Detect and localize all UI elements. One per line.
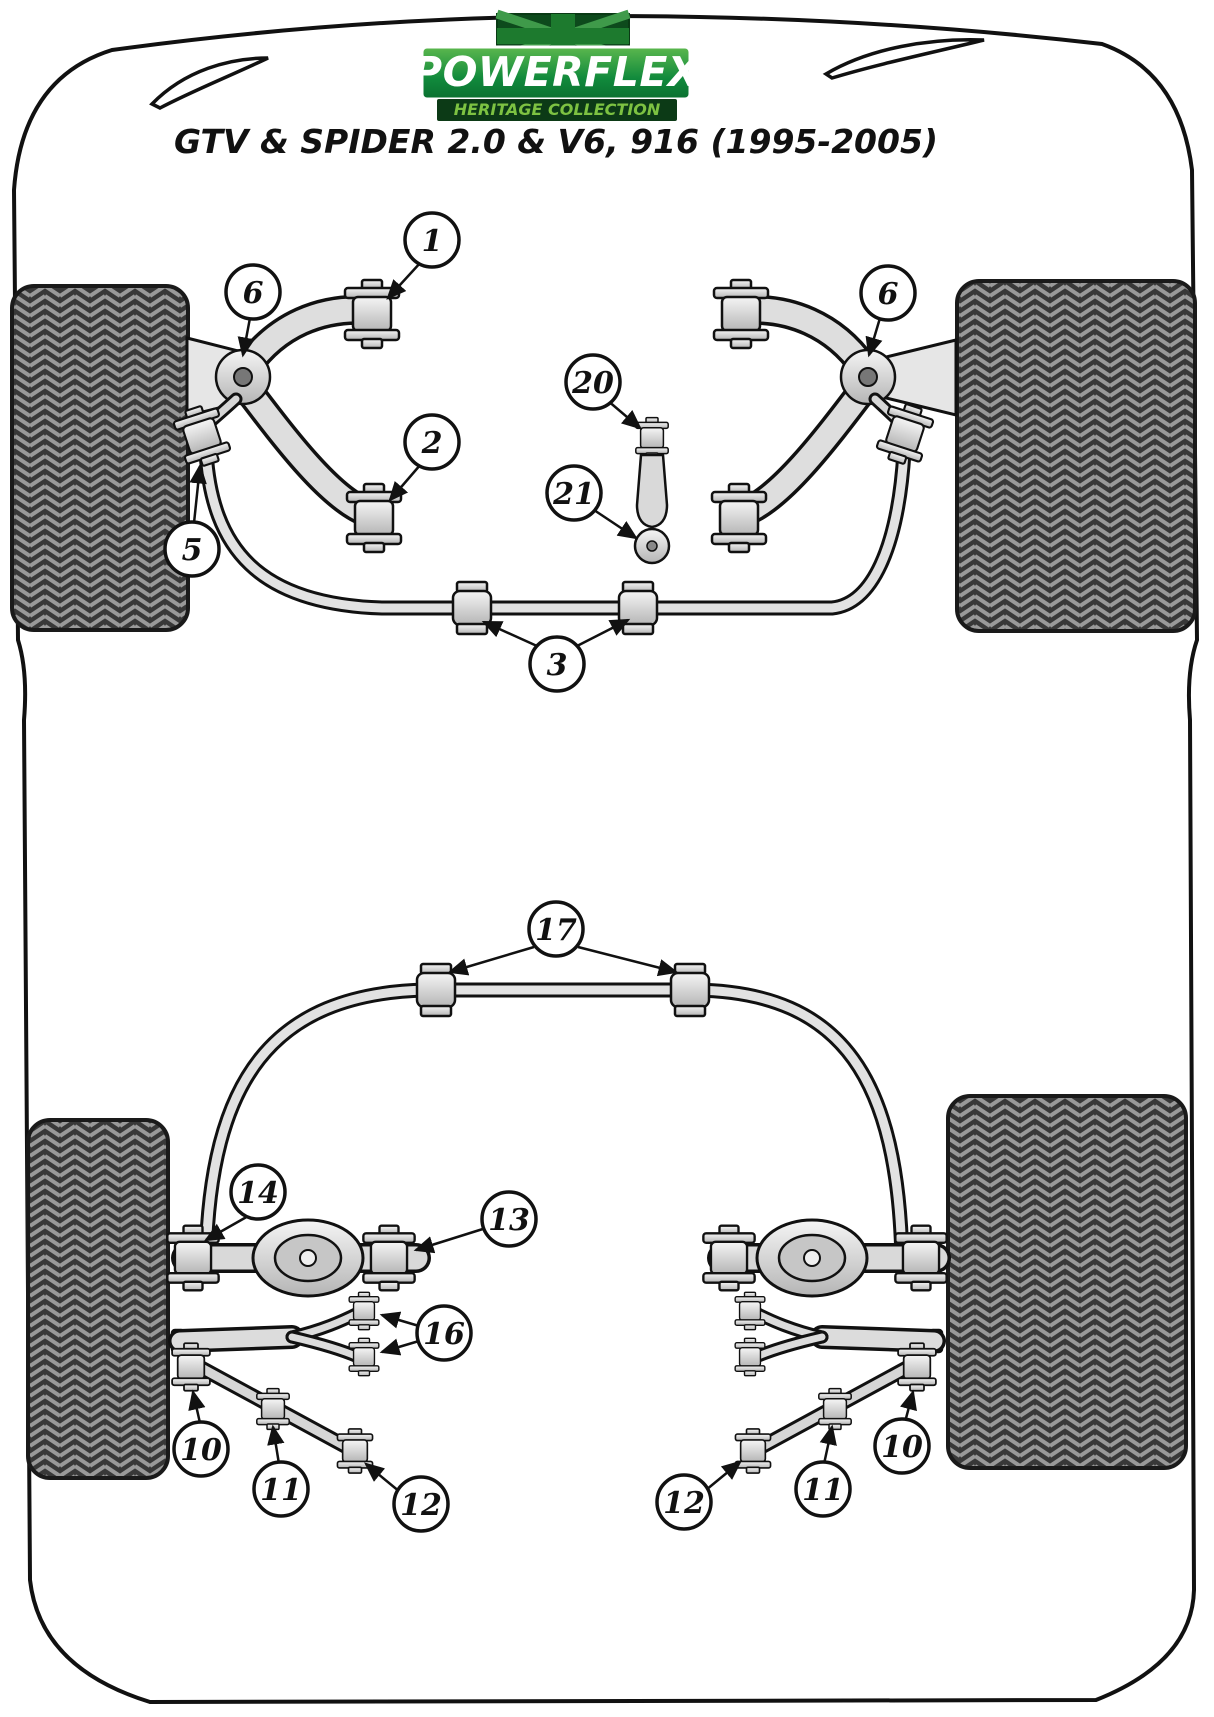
callout-rear-arm-front-bush: 14 [229,1163,287,1221]
callout-arrows [188,261,917,1493]
svg-text:10: 10 [881,1430,923,1465]
rear-right-trailing-arm [702,1218,951,1298]
svg-text:2: 2 [421,426,443,461]
front-left-upper-wishbone [170,278,403,554]
rear-suspension [166,962,951,1474]
callout-rear-left-tie-bar-inner: 12 [392,1475,450,1533]
rear-right-hub-center [803,1249,821,1267]
svg-text:1: 1 [422,224,443,259]
svg-text:11: 11 [260,1473,302,1508]
engine-mount-plate [635,453,669,529]
front-left-tire [10,284,190,632]
engine-mount-upper-bush [635,416,669,460]
svg-text:12: 12 [663,1486,705,1521]
callout-rear-left-tie-bar-middle: 11 [252,1460,310,1518]
rear-right-tire [946,1094,1188,1470]
callout-rear-left-tie-bar-outer: 10 [172,1420,230,1478]
callout-front-upper-arm-rear-bush: 2 [403,413,461,471]
rear-left-tie-bar-middle-bush [256,1387,290,1431]
rear-right-tie-bar-middle-bush [818,1387,852,1431]
svg-text:5: 5 [182,533,203,568]
rear-left-tie-bar [171,1342,374,1474]
rear-left-wishbone [168,1291,380,1377]
front-arb-bush-right [617,580,659,636]
callout-engine-mount-lower: 21 [545,464,603,522]
callout-rear-right-tie-bar-outer: 10 [873,1417,931,1475]
collection-name: HERITAGE COLLECTION [454,100,661,119]
front-right-arm-front-bush [712,278,770,350]
rear-right-wishbone-lower-bush [734,1337,766,1377]
rear-right-wishbone [734,1291,946,1377]
callout-rear-right-tie-bar-middle: 11 [794,1460,852,1518]
rear-left-wishbone-upper-bush [348,1291,380,1331]
callout-front-left-ball-joint: 6 [224,263,282,321]
svg-text:20: 20 [571,366,614,401]
engine-mount-link [633,416,671,565]
rear-left-tie-bar-outer-bush [171,1342,211,1392]
rear-arb-bush-right [669,962,711,1018]
right-bonnet-vent [822,38,985,80]
rear-right-arm-inner-bush [702,1224,756,1292]
front-right-ball-joint [839,348,897,406]
front-left-arm-front-bush [343,278,401,350]
rear-arb-bush-left [415,962,457,1018]
rear-left-arm-rear-bush [362,1224,416,1292]
svg-text:13: 13 [488,1203,530,1238]
svg-text:14: 14 [237,1176,279,1211]
rear-left-trailing-arm [166,1218,431,1298]
powerflex-logo: POWERFLEX HERITAGE COLLECTION [412,9,702,121]
svg-text:6: 6 [878,277,899,312]
svg-text:17: 17 [535,913,577,948]
front-left-arm-rear-bush [345,482,403,554]
callout-engine-mount-upper: 20 [564,353,622,411]
callout-rear-wishbone-bushes: 16 [415,1304,473,1362]
svg-text:21: 21 [552,477,595,512]
callouts: 1 6 2 5 20 21 6 3 17 14 13 [163,211,931,1533]
svg-text:3: 3 [547,648,568,683]
rear-right-tie-bar [734,1342,937,1474]
rear-right-arm-outer-bush [894,1224,948,1292]
callout-front-arb-bushes: 3 [528,635,586,693]
svg-text:11: 11 [802,1473,844,1508]
page-title: GTV & SPIDER 2.0 & V6, 916 (1995-2005) [174,122,938,161]
engine-mount-lower-bush-bolt [646,540,658,552]
rear-left-wishbone-lower-bush [348,1337,380,1377]
callout-front-lower-bush: 5 [163,520,221,578]
front-arb-bush-left [451,580,493,636]
rear-right-wishbone-upper-bush [734,1291,766,1331]
callout-rear-arm-rear-bush: 13 [480,1190,538,1248]
front-anti-roll-bar [198,444,912,636]
svg-text:16: 16 [423,1317,465,1352]
rear-right-tie-bar-inner-bush [734,1428,772,1474]
front-right-tire [955,279,1197,633]
callout-front-upper-arm-front-bush: 1 [403,211,461,269]
rear-right-tie-bar-outer-bush [897,1342,937,1392]
svg-text:10: 10 [180,1433,222,1468]
callout-rear-arb-bushes: 17 [527,900,585,958]
heritage-band [437,99,677,121]
front-right-arm-rear-bush [710,482,768,554]
svg-text:6: 6 [243,276,264,311]
front-left-ball-joint [214,348,272,406]
front-suspension [170,278,958,636]
rear-left-hub-center [299,1249,317,1267]
svg-text:12: 12 [400,1488,442,1523]
callout-rear-right-tie-bar-inner: 12 [655,1473,713,1531]
brand-name: POWERFLEX [412,48,702,96]
rear-anti-roll-bar [198,962,910,1268]
rear-left-tire [26,1118,170,1480]
callout-front-right-ball-joint: 6 [859,264,917,322]
rear-left-arm-front-bush [166,1224,220,1292]
left-bonnet-vent [149,56,269,110]
front-right-upper-wishbone [710,278,958,554]
